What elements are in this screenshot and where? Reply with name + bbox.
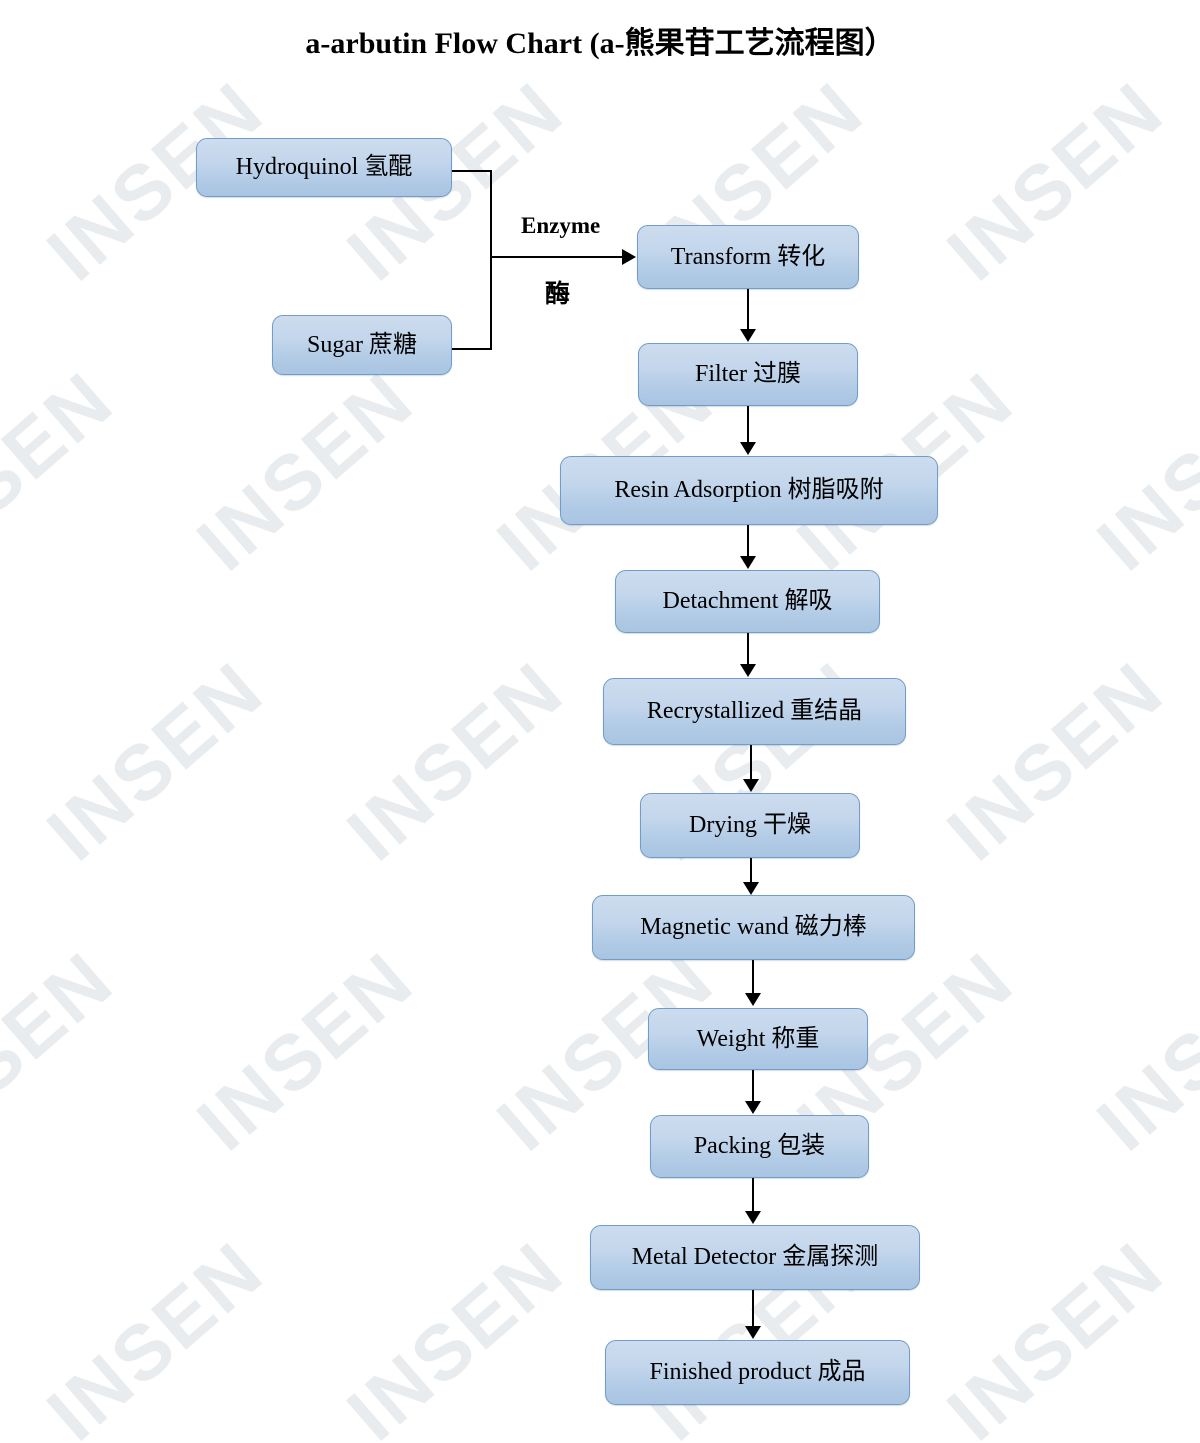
- flow-node-drying[interactable]: Drying 干燥: [640, 793, 860, 858]
- arrowhead-recrystallized-to-drying: [743, 779, 759, 792]
- flow-node-weight[interactable]: Weight 称重: [648, 1008, 868, 1070]
- connector-bracket-to-transform: [491, 256, 623, 259]
- flow-node-recrystallized[interactable]: Recrystallized 重结晶: [603, 678, 906, 745]
- connector-resin-to-detachment: [747, 525, 750, 557]
- connector-weight-to-packing: [752, 1070, 755, 1102]
- edge-label-enzyme-zh: 酶: [545, 281, 571, 308]
- connector-metal-detector-to-finished: [752, 1290, 755, 1327]
- arrowhead-filter-to-resin: [740, 442, 756, 455]
- connector-magnetic-wand-to-weight: [752, 960, 755, 994]
- flow-node-metal_detector[interactable]: Metal Detector 金属探测: [590, 1225, 920, 1290]
- flow-node-sugar[interactable]: Sugar 蔗糖: [272, 315, 452, 375]
- edge-label-enzyme-en: Enzyme: [521, 213, 601, 238]
- flow-node-finished[interactable]: Finished product 成品: [605, 1340, 910, 1405]
- arrowhead-resin-to-detachment: [740, 556, 756, 569]
- flow-node-filter[interactable]: Filter 过膜: [638, 343, 858, 406]
- connector-packing-to-metal-detector: [752, 1178, 755, 1212]
- arrowhead-metal-detector-to-finished: [745, 1326, 761, 1339]
- connector-filter-to-resin: [747, 406, 750, 443]
- connector-input-bracket: [490, 170, 493, 350]
- flow-node-detachment[interactable]: Detachment 解吸: [615, 570, 880, 633]
- arrowhead-to-transform: [622, 249, 636, 265]
- arrowhead-detachment-to-recrystallized: [740, 664, 756, 677]
- flow-node-transform[interactable]: Transform 转化: [637, 225, 859, 289]
- connector-detachment-to-recrystallized: [747, 633, 750, 665]
- connector-recrystallized-to-drying: [750, 745, 753, 780]
- flow-node-hydroquinol[interactable]: Hydroquinol 氢醌: [196, 138, 452, 197]
- arrowhead-magnetic-wand-to-weight: [745, 993, 761, 1006]
- connector-sugar-to-bracket: [452, 348, 492, 351]
- arrowhead-weight-to-packing: [745, 1101, 761, 1114]
- arrowhead-packing-to-metal-detector: [745, 1211, 761, 1224]
- arrowhead-drying-to-magnetic-wand: [743, 882, 759, 895]
- flow-node-resin[interactable]: Resin Adsorption 树脂吸附: [560, 456, 938, 525]
- connector-hydroquinol-to-bracket: [452, 170, 492, 173]
- flow-node-packing[interactable]: Packing 包装: [650, 1115, 869, 1178]
- flow-node-magnetic_wand[interactable]: Magnetic wand 磁力棒: [592, 895, 915, 960]
- arrowhead-transform-to-filter: [740, 329, 756, 342]
- connector-transform-to-filter: [747, 289, 750, 330]
- page-title: a-arbutin Flow Chart (a-熊果苷工艺流程图）: [305, 27, 895, 60]
- connector-drying-to-magnetic-wand: [750, 858, 753, 883]
